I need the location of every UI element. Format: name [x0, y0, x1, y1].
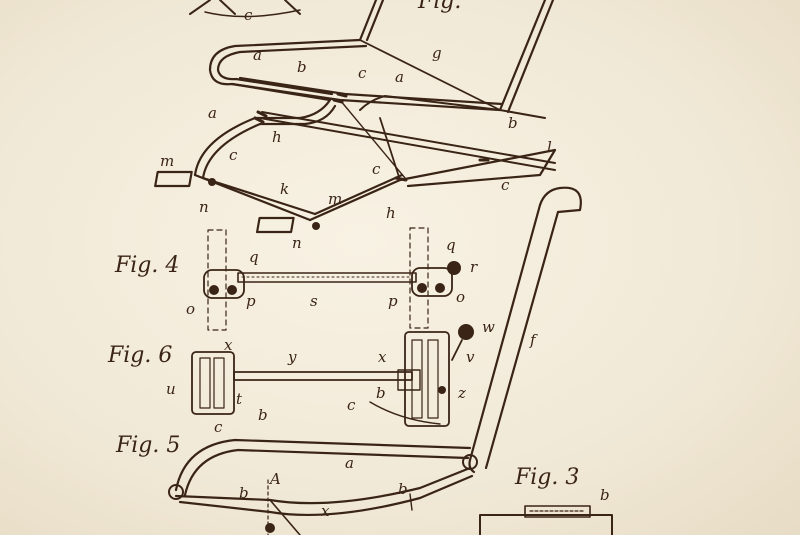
fig4-bolts [209, 261, 461, 295]
label-h2: h [386, 204, 396, 222]
label-p2: p [388, 292, 398, 310]
label-c7: c [347, 396, 356, 414]
label-h1: h [272, 128, 282, 146]
fig4-title: Fig. 4 [114, 253, 179, 278]
label-n2: n [292, 234, 302, 252]
label-a4: a [345, 454, 354, 472]
label-g: g [432, 44, 442, 62]
fig4-assembly [203, 227, 453, 331]
fig3-title: Fig. 3 [514, 465, 579, 490]
label-c5: c [501, 176, 510, 194]
label-a2: a [395, 68, 404, 86]
label-n1: n [199, 198, 209, 216]
label-r: r [470, 258, 478, 276]
label-c4: c [372, 160, 381, 178]
label-q2: q [446, 236, 456, 254]
label-a3: a [208, 104, 217, 122]
fig5-assembly [174, 438, 474, 535]
label-m2: m [328, 190, 342, 208]
label-b5: b [239, 484, 249, 502]
fig-top-title: Fig. [417, 0, 461, 14]
label-c2: c [358, 64, 367, 82]
top-fragment [189, 0, 301, 18]
label-l: l [547, 138, 552, 156]
label-o2: o [456, 288, 465, 306]
label-q1: q [249, 248, 259, 266]
label-p1: p [246, 292, 256, 310]
chair-collars [253, 92, 490, 182]
label-c6: c [214, 418, 223, 436]
label-x2: x [378, 348, 387, 366]
label-A: A [268, 470, 281, 488]
fig3-assembly [479, 505, 613, 535]
label-x1: x [224, 336, 233, 354]
fig5-title: Fig. 5 [115, 433, 180, 458]
label-m1: m [160, 152, 174, 170]
label-b1: b [297, 58, 307, 76]
label-s: s [310, 292, 318, 310]
label-b7: b [600, 486, 610, 504]
fig5-pivots [168, 454, 478, 533]
label-c3: c [229, 146, 238, 164]
label-x3: x [321, 502, 330, 520]
label-c-top: c [244, 6, 253, 24]
fig6-assembly [191, 331, 463, 427]
fig6-title: Fig. 6 [107, 343, 172, 368]
fig6-handle [438, 324, 474, 394]
chair-frame [154, 0, 557, 234]
label-f: f [529, 331, 538, 349]
label-t: t [236, 390, 243, 408]
feet-bolts [208, 178, 320, 230]
label-w: w [482, 318, 495, 336]
lever-arm [468, 186, 582, 474]
label-b4: b [376, 384, 386, 402]
label-v: v [466, 348, 475, 366]
label-b2: b [508, 114, 518, 132]
label-a1: a [253, 46, 262, 64]
label-b3: b [258, 406, 268, 424]
label-o1: o [186, 300, 195, 318]
label-u: u [166, 380, 176, 398]
label-b6: b [398, 480, 408, 498]
label-k: k [280, 180, 289, 198]
label-y: y [287, 348, 297, 366]
label-z: z [457, 384, 466, 402]
